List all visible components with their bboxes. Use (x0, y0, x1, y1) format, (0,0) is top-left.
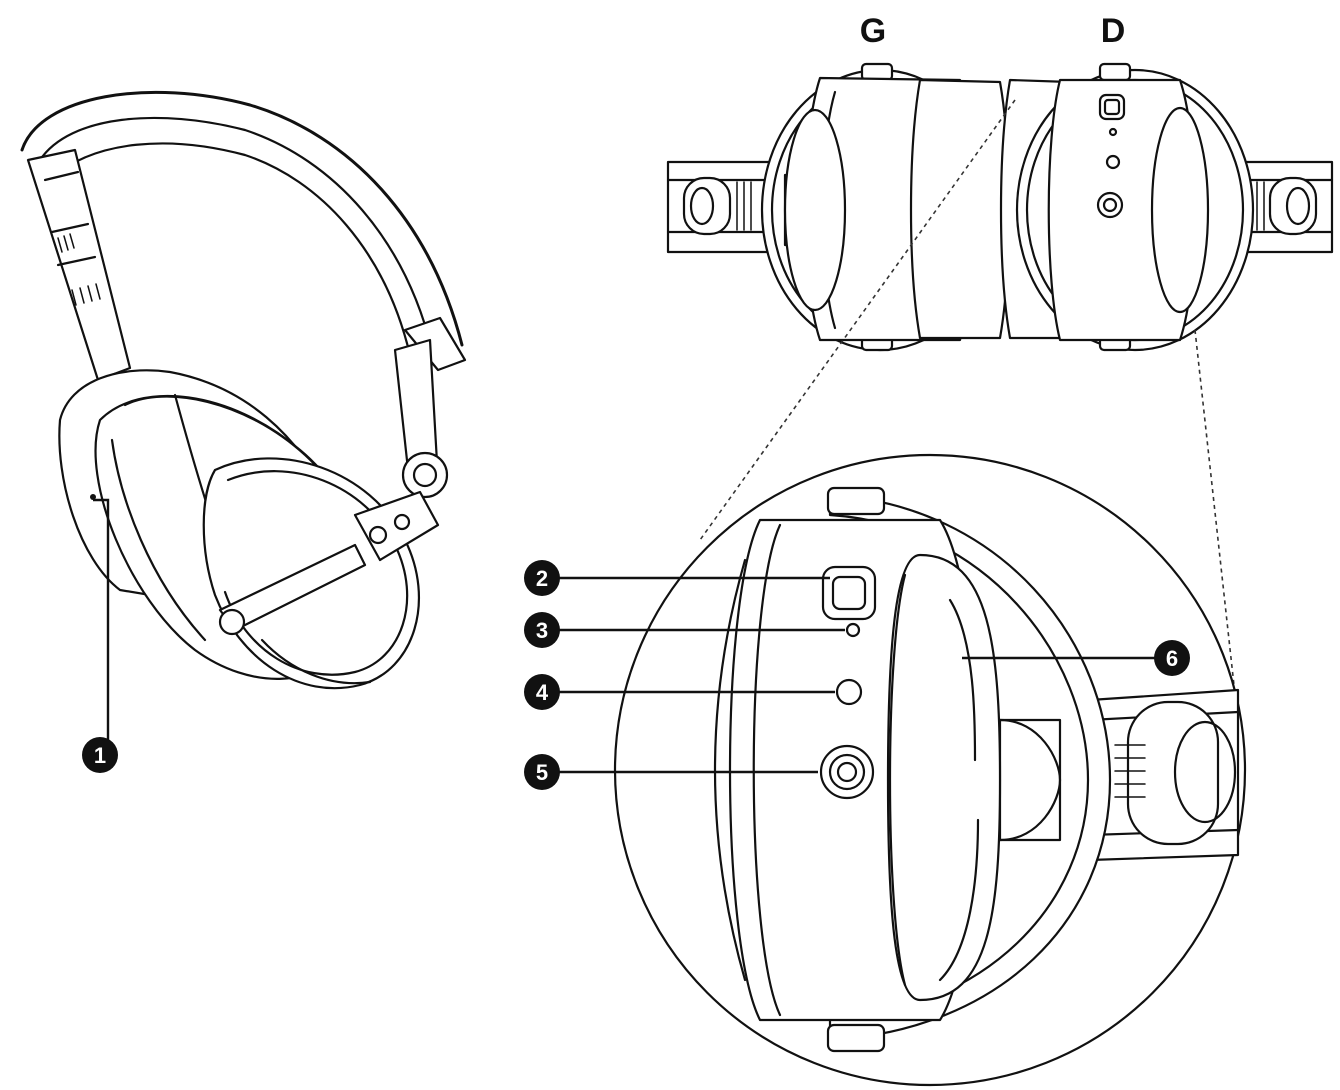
callout-number-3: 3 (536, 618, 548, 643)
callout-badge-3: 3 (524, 612, 560, 648)
callout-number-2: 2 (536, 566, 548, 591)
callout-badge-1: 1 (82, 737, 118, 773)
callout-leaders (93, 498, 1155, 774)
headphone-perspective-illustration (20, 90, 467, 690)
callout-badge-6: 6 (1154, 640, 1190, 676)
callout-number-4: 4 (536, 680, 549, 705)
left-side-label: G (860, 12, 886, 50)
callout-number-5: 5 (536, 760, 548, 785)
headphone-front-view (666, 62, 1334, 741)
callout-badge-4: 4 (524, 674, 560, 710)
magnified-control-detail (613, 453, 1247, 1087)
right-side-label: D (1101, 12, 1126, 50)
callout-badge-2: 2 (524, 560, 560, 596)
callout-number-6: 6 (1166, 646, 1178, 671)
callout-badge-5: 5 (524, 754, 560, 790)
callout-number-1: 1 (94, 743, 106, 768)
